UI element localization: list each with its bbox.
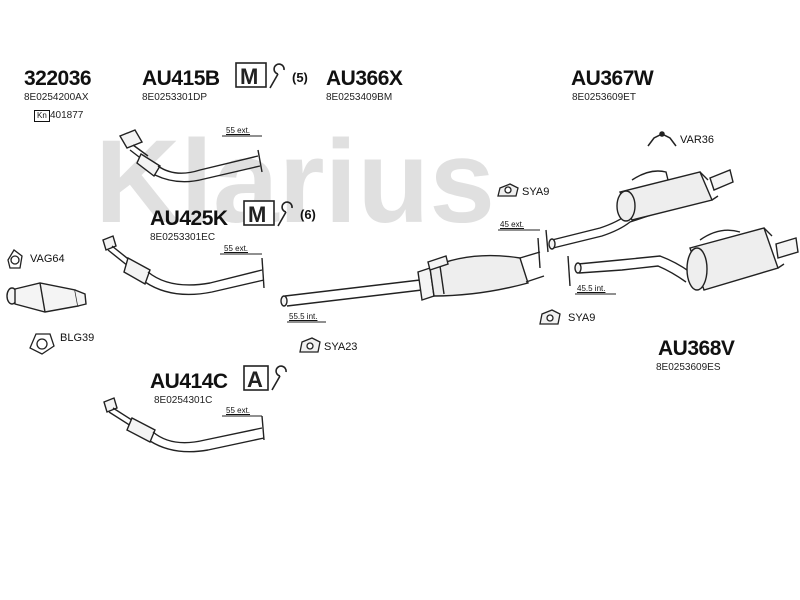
catalytic-converter xyxy=(6,282,87,313)
part-code-au425k: AU425K xyxy=(150,207,228,230)
part-code-au366x: AU366X xyxy=(326,67,403,90)
oem-number: 8E0254301C xyxy=(154,395,213,406)
svg-text:A: A xyxy=(247,367,263,392)
part-code-au415b: AU415B xyxy=(142,67,220,90)
rubber-mount-icon xyxy=(299,337,321,353)
part-code-au367w: AU367W xyxy=(571,67,654,90)
downpipe-au414c xyxy=(103,397,265,453)
dimension-markers xyxy=(220,135,616,417)
kn-number: 401877 xyxy=(50,110,84,121)
kit-quantity: (6) xyxy=(300,207,316,222)
rubber-mount-icon xyxy=(497,183,519,197)
oem-number: 8E0253409BM xyxy=(326,92,393,103)
accessory-label-sya9: SYA9 xyxy=(568,312,596,324)
rear-silencer-au368v xyxy=(567,227,799,291)
accessory-label-vag64: VAG64 xyxy=(30,253,65,265)
accessory-label-sya9: SYA9 xyxy=(522,186,550,198)
kit-quantity: (5) xyxy=(292,70,308,85)
oem-number: 8E0253609ES xyxy=(656,362,721,373)
dimension-label: 45.5 int. xyxy=(577,284,606,293)
hanger-bracket-icon xyxy=(647,131,677,147)
kn-badge: Kn xyxy=(34,110,50,122)
dimension-label: 55 ext. xyxy=(224,244,249,253)
middle-silencer-au366x xyxy=(280,237,545,307)
flange-gasket-icon xyxy=(29,333,55,355)
gasket-ring-icon xyxy=(7,249,23,269)
part-code-au414c: AU414C xyxy=(150,370,228,393)
dimension-label: 55 ext. xyxy=(226,126,251,135)
dimension-label: 55 ext. xyxy=(226,406,251,415)
dimension-label: 55.5 int. xyxy=(289,312,318,321)
dimension-label: 45 ext. xyxy=(500,220,525,229)
oem-number: 8E0253609ET xyxy=(572,92,636,103)
part-code-322036: 322036 xyxy=(24,67,92,90)
oem-number: 8E0253301DP xyxy=(142,92,208,103)
oem-number: 8E0254200AX xyxy=(24,92,89,103)
accessory-label-blg39: BLG39 xyxy=(60,332,95,344)
watermark-text: Klarius xyxy=(95,116,495,248)
mounting-kit-icon: M xyxy=(243,200,293,227)
oem-number: 8E0253301EC xyxy=(150,232,216,243)
rear-silencer-au367w xyxy=(545,169,734,253)
accessory-label-var36: VAR36 xyxy=(680,134,715,146)
svg-text:M: M xyxy=(240,64,258,89)
accessory-label-sya23: SYA23 xyxy=(324,341,358,353)
svg-text:M: M xyxy=(248,202,266,227)
downpipe-au425k xyxy=(102,235,265,296)
assembly-kit-icon: A xyxy=(243,365,287,392)
rubber-mount-icon xyxy=(539,309,561,325)
watermark: Klarius xyxy=(95,116,495,248)
downpipe-322036 xyxy=(118,129,263,183)
part-code-au368v: AU368V xyxy=(658,337,735,360)
mounting-kit-icon: M xyxy=(235,62,285,89)
